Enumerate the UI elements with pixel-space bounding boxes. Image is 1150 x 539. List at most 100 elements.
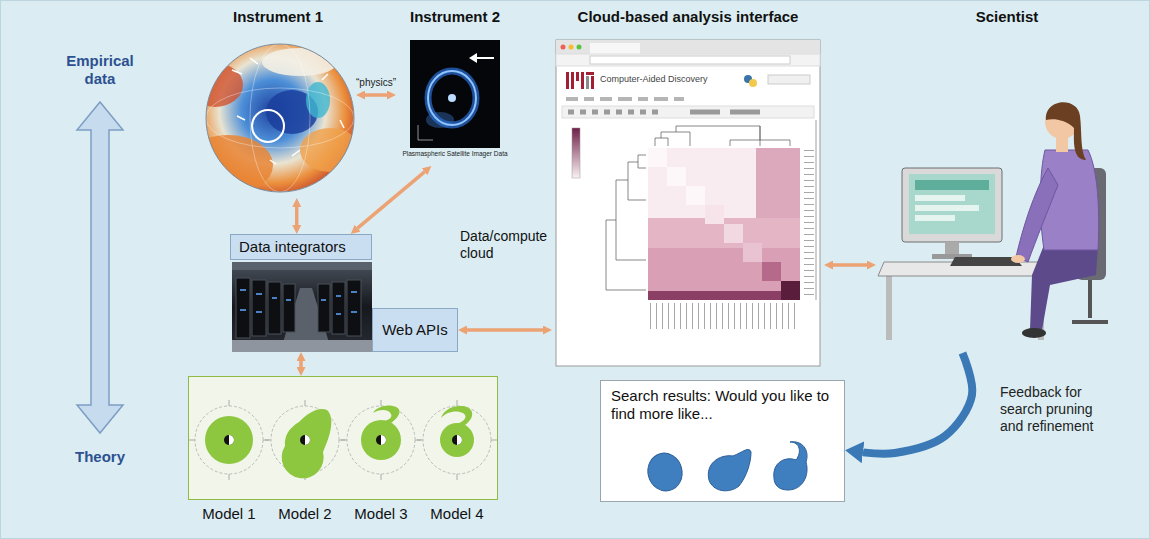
- server-photo: [347, 280, 361, 336]
- model-plot: Model 1: [193, 381, 265, 523]
- server-photo: [232, 262, 372, 352]
- server-photo: [318, 284, 330, 332]
- box-heading: Data integrators: [230, 234, 372, 260]
- imager-image: [418, 125, 433, 140]
- scientist-illustration: [1016, 168, 1058, 262]
- globe-image: [252, 110, 284, 142]
- model-plots: [376, 435, 386, 445]
- interface-screenshot-image: [586, 76, 589, 89]
- api-box: Web APIs: [372, 308, 458, 352]
- model-plots: [300, 435, 310, 445]
- interface-screenshot-image: [556, 40, 820, 54]
- connector-arrow: [299, 361, 303, 367]
- search-prompt: Search results: Would you like to find m…: [611, 387, 834, 423]
- interface-screenshot-image: [648, 291, 800, 300]
- model-plots: [265, 400, 345, 480]
- scientist-illustration: [915, 195, 965, 201]
- imager-image: [448, 94, 456, 102]
- model-plots: [457, 435, 462, 445]
- figure-heading: Cloud-based analysis interface: [552, 8, 824, 26]
- server-photo: [232, 340, 372, 352]
- connector-arrow: [365, 93, 387, 97]
- imager-image: [428, 71, 476, 125]
- globe-image: [206, 88, 354, 148]
- server-photo: [232, 262, 372, 270]
- model-plots: [341, 400, 421, 480]
- model-label: Model 4: [421, 505, 493, 523]
- model-plot: Model 2: [269, 381, 341, 523]
- server-photo: [252, 280, 266, 336]
- server-photo: [332, 282, 345, 334]
- model-plot: Model 4: [421, 381, 493, 523]
- scientist-illustration: [878, 102, 1108, 340]
- model-plots: [452, 435, 462, 445]
- scientist-figure: Scientist: [876, 8, 1138, 353]
- scientist-illustration: [915, 215, 955, 221]
- scientist-illustration: [1011, 255, 1025, 263]
- model-plots: [417, 400, 497, 480]
- model-label: Model 1: [193, 505, 265, 523]
- model-plots: [188, 376, 498, 500]
- edge-label: Feedback for search pruning and refineme…: [1000, 384, 1118, 434]
- model-plots: [341, 400, 421, 480]
- search-result-shapes: [600, 380, 845, 502]
- connector-arrow: [833, 263, 867, 267]
- figure-heading: Instrument 1: [200, 8, 356, 26]
- globe-image: [187, 63, 243, 107]
- interface-screenshot-image: [686, 186, 705, 205]
- globe-image: [232, 58, 344, 164]
- interface-screenshot-image: [576, 72, 579, 81]
- instrument-figure: Instrument 1: [200, 8, 356, 198]
- figure-heading: Scientist: [876, 8, 1138, 26]
- search-result-shapes: [774, 442, 807, 490]
- imager-image: [476, 57, 494, 59]
- search-results-box: Search results: Would you like to find m…: [600, 380, 845, 502]
- data-integrator-block: Data integrators: [230, 234, 372, 352]
- interface-screenshot-image: [648, 148, 800, 300]
- interface-screenshot-image: [571, 72, 574, 89]
- interface-screenshot-image: [566, 72, 569, 89]
- interface-screenshot-image: [768, 75, 810, 84]
- model-plots: [361, 420, 401, 460]
- server-photo: [236, 278, 250, 338]
- model-plots: [282, 409, 332, 478]
- scientist-illustration: [902, 168, 1002, 242]
- interface-screenshot-image: [756, 148, 800, 218]
- globe-image: [183, 135, 273, 195]
- interface-screenshot-image: [556, 54, 820, 66]
- interface-screenshot-image: [655, 126, 790, 146]
- interface-screenshot-image: [591, 76, 594, 89]
- connector-arrow: [358, 172, 425, 228]
- interface-screenshot-image: [569, 45, 574, 50]
- imager-image: [428, 71, 476, 125]
- connector-arrow: [295, 207, 299, 225]
- model-label: Model 2: [269, 505, 341, 523]
- interface-screenshot-image: [556, 40, 820, 366]
- connector-arrow: [863, 353, 972, 454]
- scientist-illustration: [909, 174, 995, 234]
- figure-heading: Instrument 2: [396, 8, 514, 26]
- model-plots: [441, 406, 472, 425]
- model-plots: [265, 400, 345, 480]
- server-photo: [232, 262, 372, 352]
- interface-screenshot-image: [590, 56, 790, 64]
- interface-screenshot-image: [667, 167, 686, 186]
- interface-screenshot-image: [743, 243, 762, 262]
- model-plots: [189, 400, 269, 480]
- instrument-figure: Instrument 2 Plasmaspheric Satellite Imag…: [396, 8, 514, 166]
- scientist-illustration: [1046, 102, 1086, 160]
- scientist-illustration: [915, 205, 979, 211]
- scientist-illustration: [1030, 245, 1098, 330]
- server-photo: [283, 284, 295, 332]
- model-plots: [347, 406, 415, 474]
- image-caption: Plasmaspheric Satellite Imager Data: [396, 150, 514, 158]
- scientist-illustration: [886, 276, 892, 340]
- interface-screenshot: Cloud-based analysis interfaceComputer-A…: [552, 8, 824, 368]
- interface-screenshot-image: [561, 45, 566, 50]
- imager-image: [410, 40, 500, 148]
- logo-text: Computer-Aided Discovery: [600, 74, 824, 85]
- interface-screenshot-image: [648, 248, 800, 291]
